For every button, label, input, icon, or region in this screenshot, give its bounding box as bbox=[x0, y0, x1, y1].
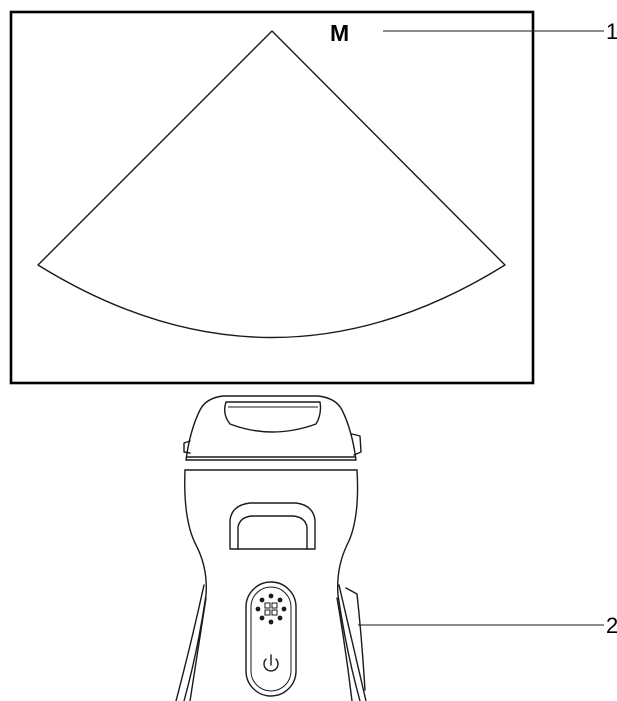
sector-scan-area bbox=[37, 30, 506, 339]
probe-clip-right bbox=[351, 433, 362, 456]
callout-2: 2 bbox=[358, 613, 617, 638]
callout-1: 1 bbox=[383, 19, 617, 44]
probe-handle bbox=[183, 469, 361, 701]
probe-grip-left bbox=[175, 584, 207, 701]
power-icon[interactable] bbox=[263, 654, 279, 672]
probe-button-panel-inner bbox=[250, 586, 292, 692]
probe bbox=[175, 395, 367, 701]
screen-frame bbox=[9, 10, 535, 385]
probe-grip-right bbox=[336, 584, 367, 701]
probe-head bbox=[185, 395, 357, 461]
grid-menu-icon[interactable] bbox=[255, 593, 287, 625]
screen-display: M bbox=[9, 10, 535, 385]
probe-thumb-recess bbox=[229, 502, 316, 550]
callout-1-number: 1 bbox=[606, 19, 617, 44]
probe-clip-left bbox=[183, 440, 191, 454]
probe-button-panel bbox=[245, 581, 297, 697]
callout-2-number: 2 bbox=[606, 613, 617, 638]
mode-label: M bbox=[330, 20, 349, 46]
probe-lens bbox=[223, 401, 322, 433]
probe-thumb-recess-inner bbox=[237, 515, 308, 550]
